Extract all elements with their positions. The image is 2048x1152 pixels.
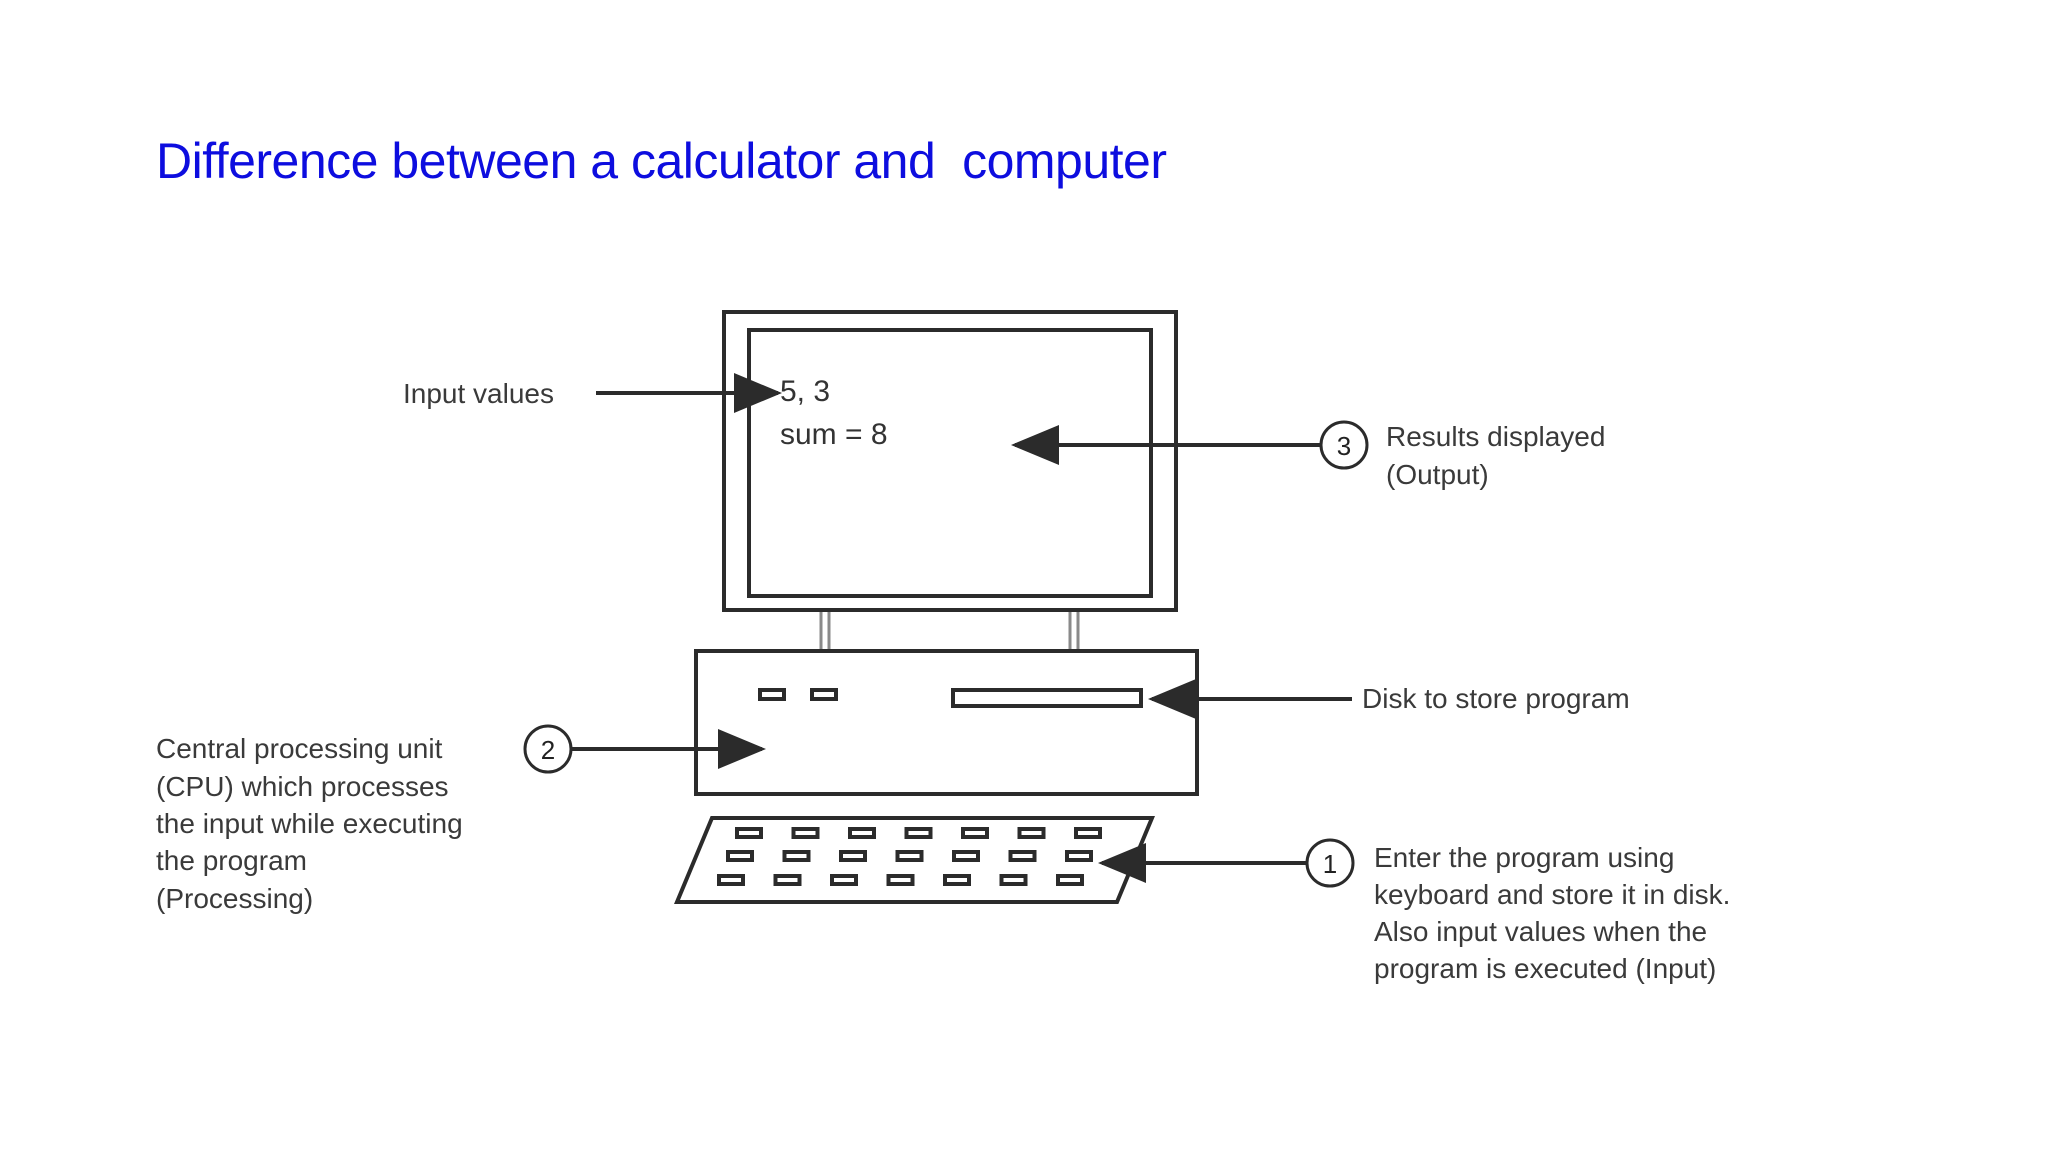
keyboard-key [1008, 850, 1037, 862]
cpu-unit [694, 649, 1199, 796]
keyboard-key [830, 874, 858, 886]
keyboard-keys [717, 827, 1102, 886]
monitor-stand [819, 612, 1080, 650]
keyboard-key [782, 850, 811, 862]
monitor-frame [722, 310, 1178, 612]
keyboard-key [791, 827, 820, 839]
screen-sum-line: sum = 8 [780, 418, 888, 451]
label-keyboard-line-4: program is executed (Input) [1374, 953, 1716, 984]
step-1-number: 1 [1323, 849, 1337, 879]
keyboard-key [999, 874, 1028, 886]
keyboard-key [1017, 827, 1046, 839]
slide-title: Difference between a calculator and comp… [156, 133, 1167, 189]
monitor: 5, 3 sum = 8 [722, 310, 1178, 612]
keyboard-key [717, 874, 745, 886]
disk-slot [951, 688, 1143, 708]
cpu-case [694, 649, 1199, 796]
keyboard-key [1074, 827, 1102, 839]
monitor-screen [747, 328, 1153, 598]
label-cpu-line-2: (CPU) which processes [156, 771, 449, 802]
keyboard-key [1056, 874, 1084, 886]
keyboard [674, 816, 1155, 904]
label-results-displayed: Results displayed [1386, 421, 1605, 452]
screen-input-line: 5, 3 [780, 375, 830, 408]
keyboard-key [886, 874, 915, 886]
cpu-button-1 [758, 688, 786, 701]
keyboard-key [943, 874, 971, 886]
keyboard-key [848, 827, 876, 839]
keyboard-key [952, 850, 980, 862]
label-cpu-line-3: the input while executing [156, 808, 463, 839]
label-keyboard-line-2: keyboard and store it in disk. [1374, 879, 1730, 910]
step-3-number: 3 [1337, 431, 1351, 461]
keyboard-key [961, 827, 989, 839]
keyboard-body [674, 816, 1155, 904]
keyboard-key [726, 850, 754, 862]
label-cpu-line-5: (Processing) [156, 883, 313, 914]
step-2-number: 2 [541, 735, 555, 765]
keyboard-key [735, 827, 763, 839]
keyboard-key [839, 850, 867, 862]
label-input-values: Input values [403, 378, 554, 409]
label-keyboard-line-3: Also input values when the [1374, 916, 1707, 947]
label-cpu-line-4: the program [156, 845, 307, 876]
keyboard-key [1065, 850, 1093, 862]
keyboard-key [773, 874, 802, 886]
cpu-button-2 [810, 688, 838, 701]
label-cpu-line-1: Central processing unit [156, 733, 443, 764]
label-keyboard-line-1: Enter the program using [1374, 842, 1674, 873]
label-disk: Disk to store program [1362, 683, 1630, 714]
keyboard-key [904, 827, 933, 839]
keyboard-key [895, 850, 924, 862]
label-results-output: (Output) [1386, 459, 1489, 490]
